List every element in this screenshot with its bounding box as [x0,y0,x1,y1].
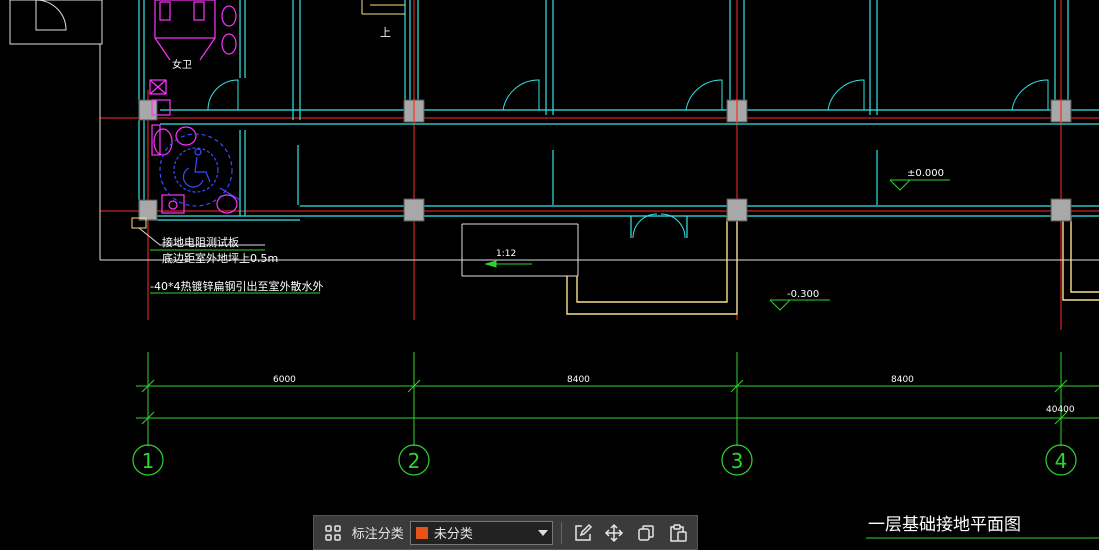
axis-bubbles [132,444,1077,476]
axis-label-4: 4 [1055,449,1068,473]
level-label-1: -0.300 [787,289,819,300]
paste-icon[interactable] [665,520,691,546]
edit-icon[interactable] [570,520,596,546]
drawing-title: 一层基础接地平面图 [868,515,1021,535]
dim-1: 8400 [567,375,590,385]
category-color-swatch [414,525,429,540]
dimension-lines [136,249,1099,539]
accessible-icon [159,133,241,207]
column-crosses [413,98,1062,124]
category-value: 未分类 [433,526,473,541]
category-label: 标注分类 [351,526,404,541]
fixtures [149,0,238,214]
dim-0: 6000 [273,375,296,385]
note-line-0: 接地电阻测试板 [162,235,239,249]
level-symbols [484,179,950,311]
level-label-0: ±0.000 [907,168,944,179]
move-icon[interactable] [602,520,628,546]
slope-label: 1:12 [496,249,516,259]
stair [361,0,405,15]
door-swings [207,79,1049,239]
room-label: 女卫 [172,58,192,71]
toolbar-divider [560,521,562,544]
note-line-2: -40*4热镀锌扁钢引出至室外散水外 [150,279,323,293]
axis-label-3: 3 [731,449,744,473]
axis-label-1: 1 [142,449,155,473]
category-dropdown[interactable]: 未分类 [409,520,553,545]
copy-icon[interactable] [633,520,659,546]
grid-icon[interactable] [320,520,346,546]
ground-outline [566,216,1099,315]
ground-marker [131,217,265,246]
dim-3: 40400 [1046,405,1075,415]
chevron-down-icon [537,529,548,536]
annotation-toolbar: 标注分类 未分类 [313,515,698,550]
axis-label-2: 2 [408,449,421,473]
dim-2: 8400 [891,375,914,385]
up-label: 上 [380,26,391,39]
outline-lines [9,0,1099,277]
axis-lines [100,0,1099,330]
walls [138,0,1099,238]
note-line-1: 底边距室外地坪上0.5m [162,251,278,265]
